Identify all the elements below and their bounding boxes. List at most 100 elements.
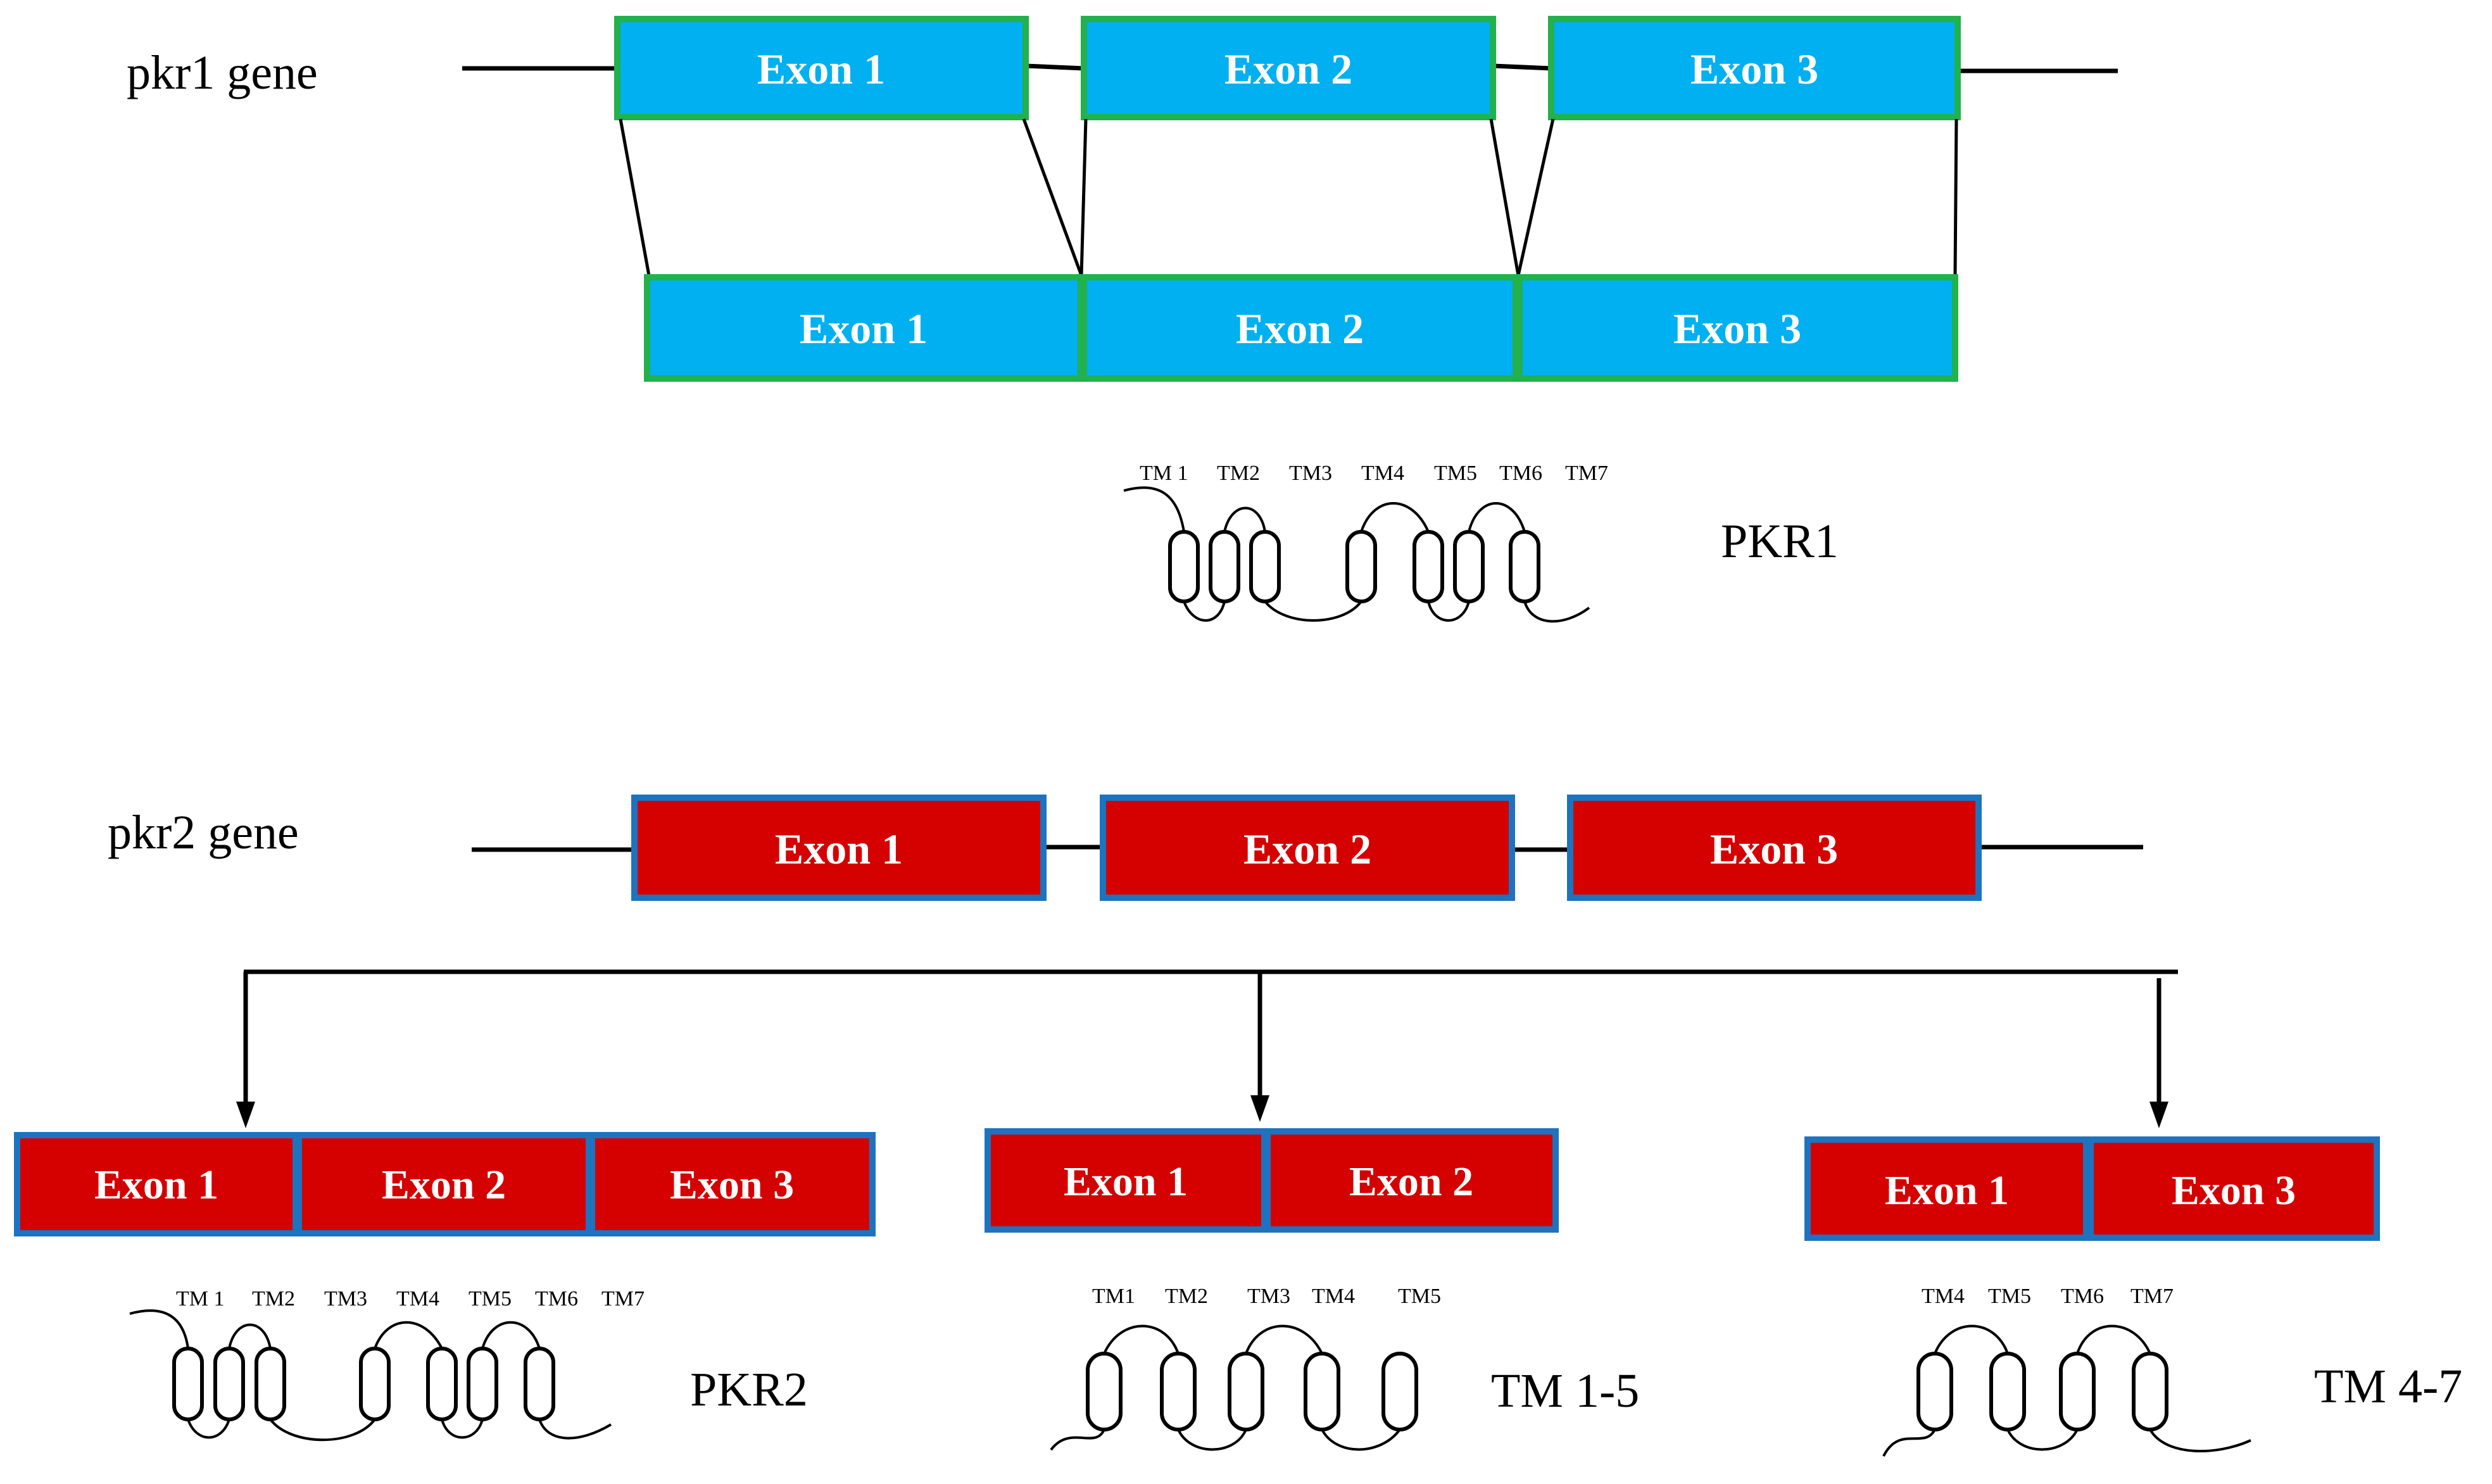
isoform-tm4-7-tm-label-3: TM6 — [2061, 1285, 2104, 1308]
pkr1-transcript-exon-1-box — [644, 274, 1084, 382]
pkr1-intron-1 — [1025, 63, 1085, 71]
isoform-full-tm-label-3: TM3 — [324, 1287, 367, 1311]
isoform-tm1-5-exon-2-label: Exon 2 — [1349, 1159, 1473, 1205]
pkr1-helix-5 — [1413, 530, 1444, 603]
isoform-full-helix-7 — [524, 1347, 555, 1421]
isoform-full-helix-4 — [359, 1347, 391, 1421]
isoform-tm1-5-tm-label-3: TM3 — [1247, 1285, 1290, 1308]
pkr2-gene-label: pkr2 gene — [108, 806, 299, 859]
pkr1-intron-2 — [1492, 63, 1552, 71]
pkr1-tm-label-6: TM6 — [1499, 462, 1542, 485]
pkr1-tm-label-2: TM2 — [1217, 462, 1260, 485]
isoform-tm4-7-helix-3 — [2059, 1352, 2096, 1431]
pkr2-gene-backbone — [472, 845, 2143, 852]
pkr1-tm-label-3: TM3 — [1289, 462, 1332, 485]
isoform-tm4-7-helix-4 — [2132, 1352, 2168, 1431]
pkr2-gene-exon-1-box — [631, 795, 1047, 901]
pkr1-tm-labels: TM 1 TM2 TM3 TM4 TM5 TM6 TM7 — [1140, 462, 1608, 485]
pkr1-transcript-exon-2-box — [1081, 274, 1519, 382]
pkr1-gene-exon-2-label: Exon 2 — [1224, 45, 1352, 93]
pkr2-gene-exon-3: Exon 3 — [1567, 795, 1982, 901]
pkr2-gene-exon-1-label: Exon 1 — [775, 825, 903, 873]
isoform-full-helix-6 — [467, 1347, 498, 1421]
isoform-full-helix-3 — [255, 1347, 286, 1421]
pkr1-helix-3 — [1249, 530, 1281, 603]
pkr1-gene-exon-3-box — [1548, 16, 1961, 120]
tm4-7-protein-label: TM 4-7 — [2314, 1360, 2462, 1413]
pkr1-helix-7 — [1509, 530, 1540, 603]
isoform-full-helix-1 — [172, 1347, 204, 1421]
isoform-tm4-7-exon-1-label: Exon 1 — [1885, 1167, 2009, 1214]
isoform-tm4-7-tm-labels: TM4 TM5 TM6 TM7 — [1922, 1285, 2174, 1308]
pkr1-connector-4 — [1489, 118, 1520, 276]
isoform-full-helix-2 — [213, 1347, 245, 1421]
pkr1-gene-exon-1-box — [614, 16, 1029, 120]
pkr2-gene-exon-3-box — [1567, 795, 1982, 901]
pkr1-transcript-exon-3-box — [1516, 274, 1958, 382]
pkr2-section: pkr2 gene Exon 1 Exon 2 Exon 3 — [14, 795, 2462, 1457]
pkr1-tm-label-1: TM 1 — [1140, 462, 1188, 485]
isoform-full-tm-label-2: TM2 — [252, 1287, 295, 1311]
isoform-full-exon-2-label: Exon 2 — [382, 1162, 506, 1208]
pkr1-helix-6 — [1453, 530, 1485, 603]
isoform-full-tm-label-5: TM5 — [469, 1287, 512, 1311]
pkr2-gene-exon-2: Exon 2 — [1100, 795, 1515, 901]
isoform-tm1-5-helix-5 — [1381, 1352, 1418, 1431]
pkr1-transcript-exon-3: Exon 3 — [1516, 274, 1958, 382]
pkr1-connector-3 — [1079, 118, 1088, 276]
isoform-tm1-5-exon-1-label: Exon 1 — [1064, 1159, 1188, 1205]
isoform-tm1-5-exon-1-box — [985, 1128, 1268, 1233]
pkr1-transcript-exon-3-label: Exon 3 — [1673, 305, 1801, 353]
isoform-tm4-7-tm-label-1: TM4 — [1922, 1285, 1965, 1308]
pkr1-transcript-exon-1-label: Exon 1 — [800, 305, 928, 353]
pkr1-splice-connectors — [619, 118, 1958, 276]
isoform-tm1-5-tm-label-2: TM2 — [1165, 1285, 1208, 1308]
pkr1-transcript-exon-1: Exon 1 — [644, 274, 1084, 382]
pkr1-tm-helices — [1123, 486, 1590, 623]
isoform-tm1-5-tm-label-4: TM4 — [1312, 1285, 1355, 1308]
pkr1-transcript-exon-2: Exon 2 — [1081, 274, 1519, 382]
pkr2-splice-branch — [236, 969, 2178, 1128]
pkr1-gene-exon-2: Exon 2 — [1081, 16, 1496, 120]
isoform-tm1-5-helix-3 — [1228, 1352, 1264, 1431]
isoform-full-exon-1-label: Exon 1 — [94, 1162, 218, 1208]
isoform-tm1-5-tm-label-5: TM5 — [1398, 1285, 1441, 1308]
pkr1-tm-label-7: TM7 — [1565, 462, 1608, 485]
pkr1-gene-exon-1: Exon 1 — [614, 16, 1029, 120]
pkr1-connector-2 — [1022, 118, 1083, 276]
pkr1-gene-exon-1-label: Exon 1 — [757, 45, 885, 93]
pkr1-helix-2 — [1209, 530, 1240, 603]
pkr1-helix-1 — [1168, 530, 1200, 603]
pkr2-gene-exon-2-box — [1100, 795, 1515, 901]
isoform-tm4-7-exon-3-label: Exon 3 — [2172, 1167, 2296, 1214]
pkr1-tm-label-4: TM4 — [1361, 462, 1404, 485]
pkr1-gene-exon-3: Exon 3 — [1548, 16, 1961, 120]
isoform-full-helices — [129, 1309, 612, 1442]
pkr1-connector-1 — [619, 118, 651, 276]
pkr1-chain-loops — [1123, 486, 1590, 623]
pkr1-gene-exon-2-box — [1081, 16, 1496, 120]
pkr2-isoform-tm4-7: Exon 1 Exon 3 TM4 TM5 TM6 TM7 TM 4-7 — [1804, 1136, 2462, 1457]
pkr1-gene-backbone — [462, 63, 2118, 73]
isoform-tm4-7-tm-label-2: TM5 — [1988, 1285, 2031, 1308]
pkr1-gene-exon-3-label: Exon 3 — [1690, 45, 1818, 93]
pkr2-protein-label: PKR2 — [690, 1363, 808, 1416]
isoform-tm4-7-chain-loops — [1882, 1324, 2251, 1457]
pkr1-tm-label-5: TM5 — [1434, 462, 1477, 485]
branch-arrow-1-head — [236, 1102, 255, 1128]
isoform-full-exon-1-box — [14, 1132, 299, 1236]
isoform-tm4-7-exon-3-box — [2087, 1136, 2380, 1241]
isoform-full-tm-labels: TM 1 TM2 TM3 TM4 TM5 TM6 TM7 — [176, 1287, 645, 1311]
isoform-tm1-5-chain-loops — [1050, 1324, 1401, 1451]
isoform-full-exon-2-box — [296, 1132, 592, 1236]
isoform-full-tm-label-7: TM7 — [601, 1287, 645, 1311]
isoform-tm4-7-helices — [1882, 1324, 2251, 1457]
pkr2-isoform-full: Exon 1 Exon 2 Exon 3 TM 1 TM2 TM3 TM4 TM… — [14, 1132, 876, 1442]
pkr1-connector-5 — [1516, 118, 1555, 276]
isoform-tm1-5-exon-2-box — [1264, 1128, 1559, 1233]
isoform-full-chain-loops — [129, 1309, 612, 1442]
isoform-tm1-5-helices — [1050, 1324, 1418, 1451]
isoform-tm4-7-helix-1 — [1916, 1352, 1953, 1431]
pkr1-transcript-exon-2-label: Exon 2 — [1236, 305, 1364, 353]
